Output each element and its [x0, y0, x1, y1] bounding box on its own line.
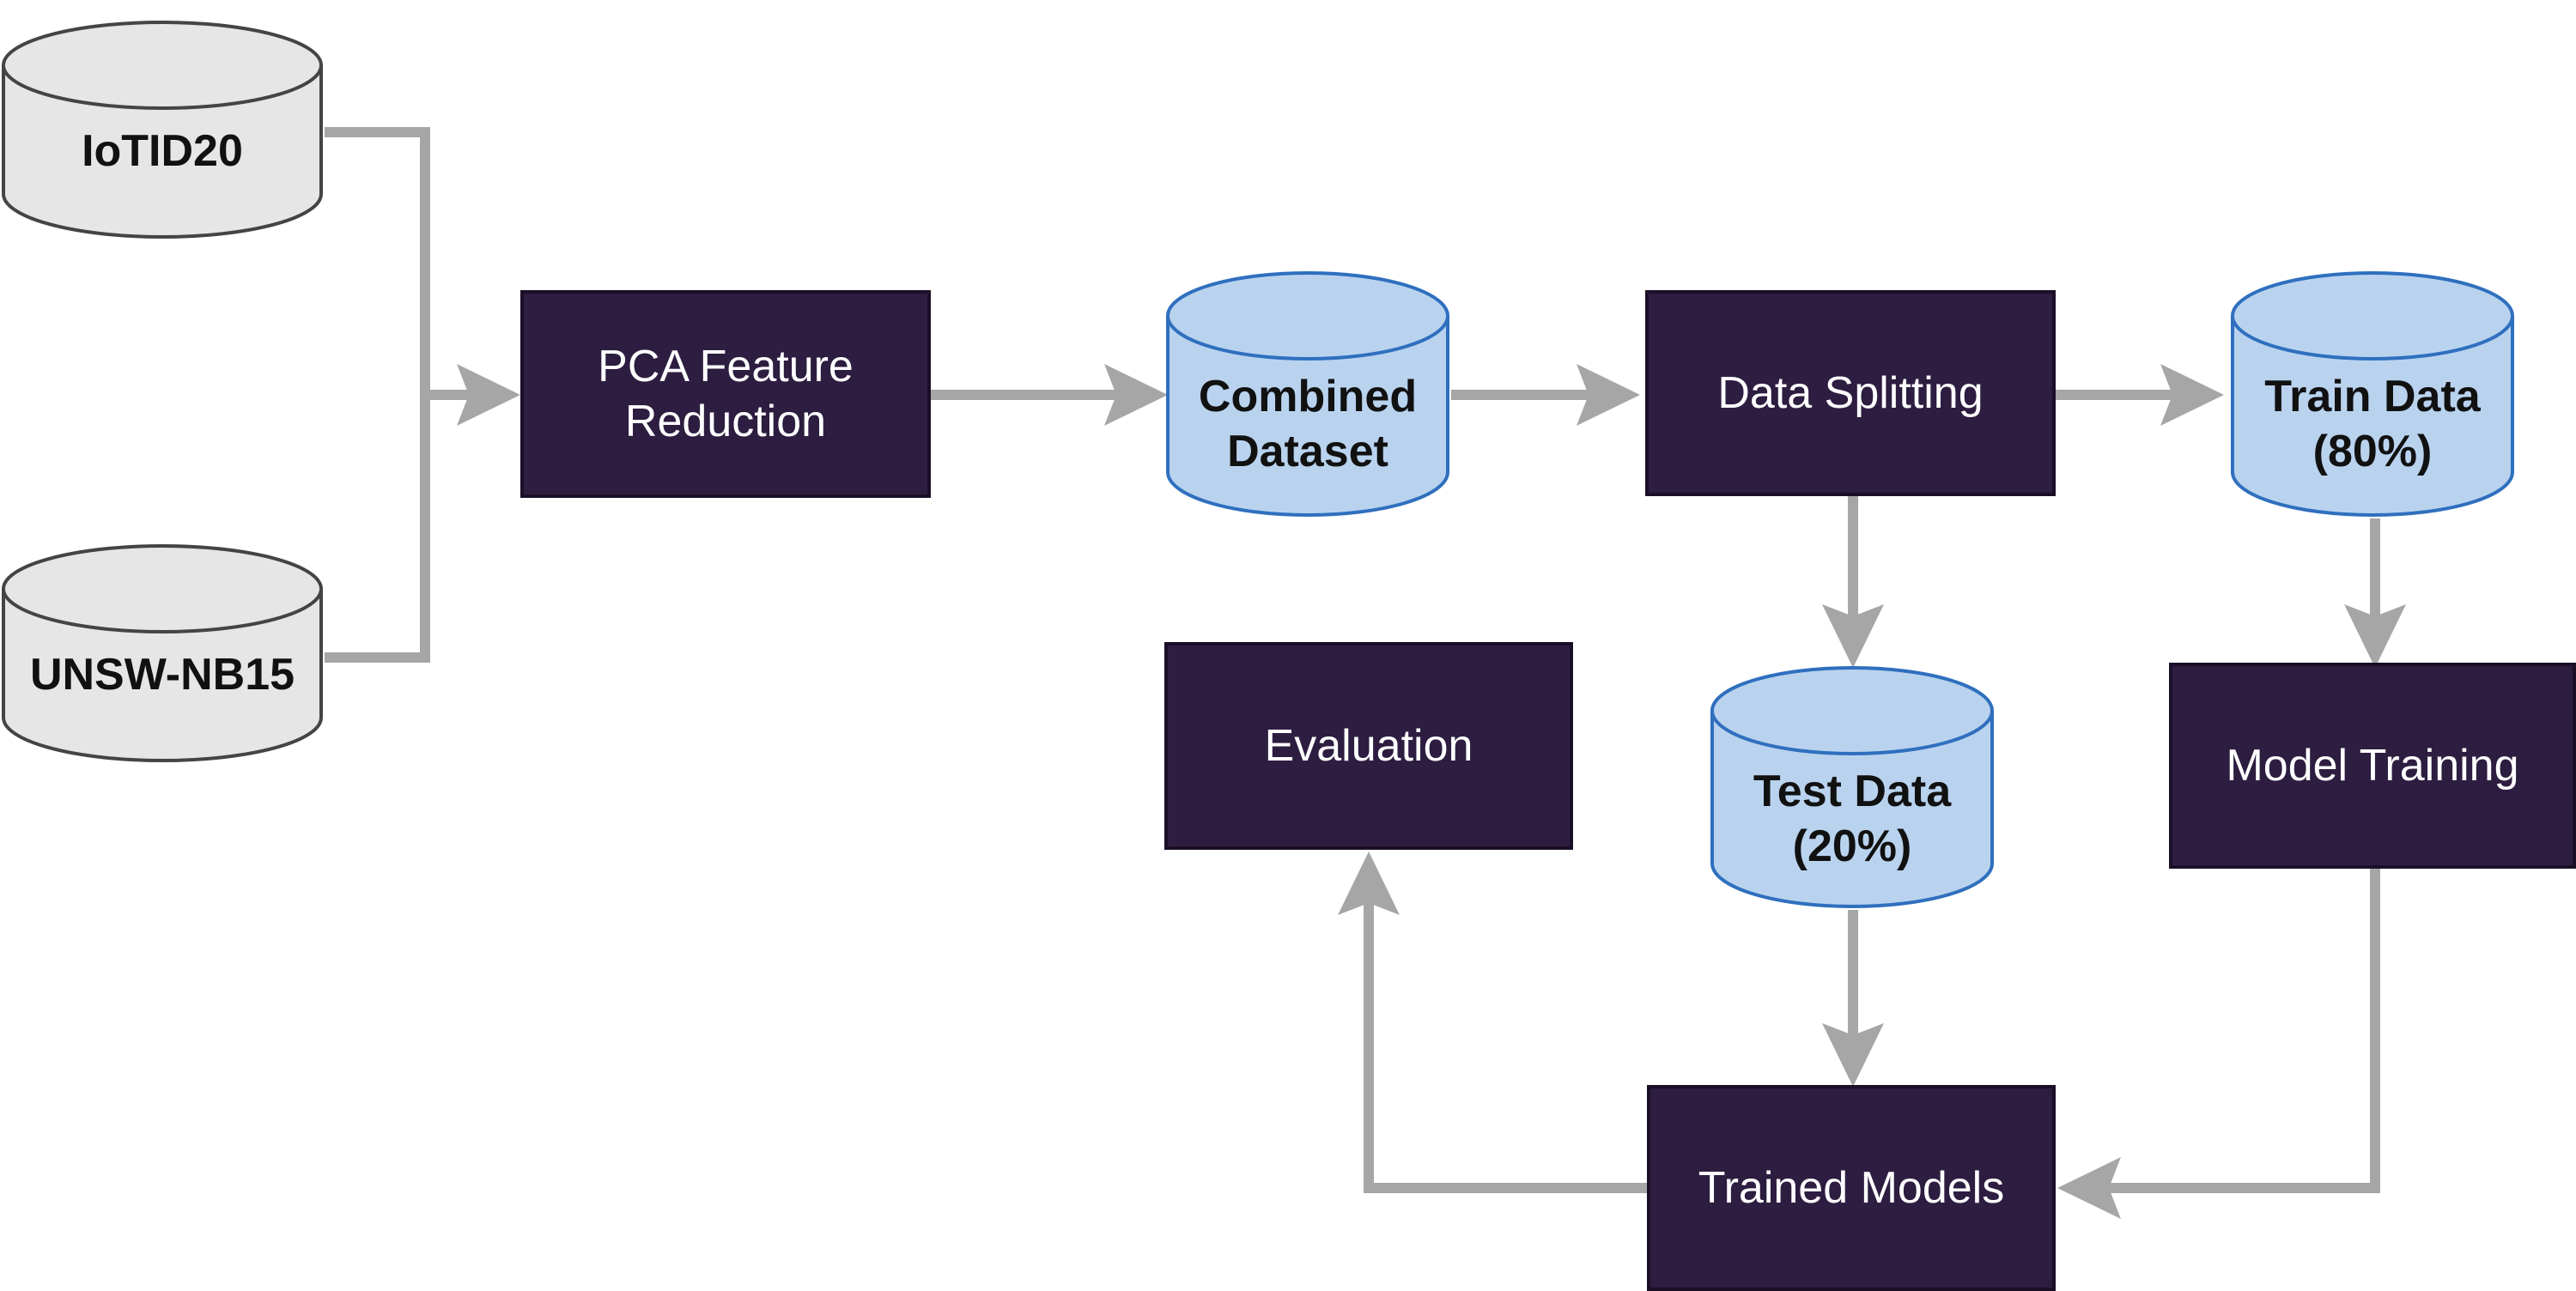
source-iotid20: IoTID20 [0, 19, 325, 240]
dataset-test: Test Data (20%) [1709, 664, 1996, 910]
process-training-label: Model Training [2226, 741, 2519, 791]
cylinder-shape [1710, 666, 1994, 908]
process-trained-models: Trained Models [1647, 1085, 2056, 1291]
arrowhead-to-training [2344, 604, 2406, 668]
cylinder-shape [2231, 271, 2514, 517]
arrowhead-to-trained-from-training [2057, 1157, 2121, 1219]
cylinder-shape [2, 21, 323, 239]
arrowhead-to-evaluation [1338, 852, 1400, 915]
source-unsw-nb15-label: UNSW-NB15 [29, 650, 295, 700]
dataset-train: Train Data (80%) [2229, 270, 2516, 518]
source-unsw-nb15: UNSW-NB15 [0, 542, 325, 764]
source-iotid20-label: IoTID20 [82, 126, 243, 176]
arrowhead-to-splitting [1577, 364, 1640, 426]
connector-training-to-trained [2109, 869, 2380, 1193]
dataset-train-label: Train Data (80%) [2264, 372, 2481, 476]
arrowhead-to-combined [1104, 364, 1168, 426]
process-pca-feature-reduction: PCA Feature Reduction [520, 290, 931, 498]
process-pca-label: PCA Feature Reduction [598, 342, 854, 446]
arrowhead-to-pca [457, 364, 520, 426]
cylinder-shape [1166, 271, 1449, 517]
arrowhead-to-train [2160, 364, 2224, 426]
dataset-combined-label: Combined Dataset [1198, 372, 1418, 476]
process-evaluation: Evaluation [1164, 642, 1573, 850]
process-splitting-label: Data Splitting [1717, 368, 1984, 418]
connector-trained-to-evaluation [1364, 903, 1647, 1193]
process-evaluation-label: Evaluation [1264, 721, 1473, 771]
process-data-splitting: Data Splitting [1645, 290, 2056, 496]
dataset-combined: Combined Dataset [1164, 270, 1451, 518]
connector-iotid20-to-pca [325, 127, 469, 400]
dataset-test-label: Test Data (20%) [1753, 767, 1952, 871]
arrowhead-to-trained-from-test [1822, 1023, 1884, 1087]
process-model-training: Model Training [2169, 663, 2576, 869]
process-trained-models-label: Trained Models [1698, 1163, 2005, 1213]
cylinder-shape [2, 544, 323, 762]
arrowhead-to-test [1822, 604, 1884, 668]
connector-unsw-to-pca [325, 395, 430, 663]
